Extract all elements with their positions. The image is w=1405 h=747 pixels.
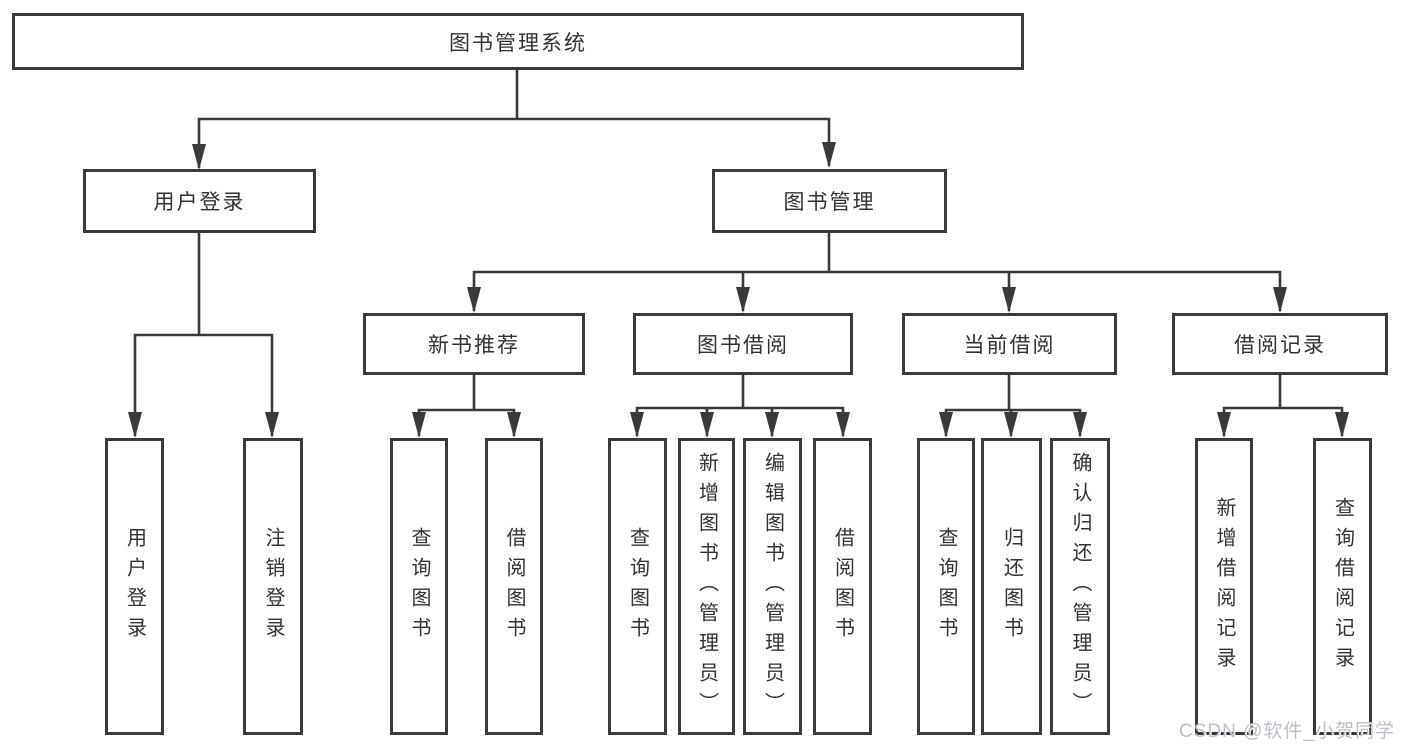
leaf-query-borrow-record-label: 查询借阅记录 (1331, 496, 1354, 677)
arrowhead (700, 412, 714, 438)
leaf-borrow-borrow-book-label: 借阅图书 (831, 526, 854, 647)
leaf-edit-book-admin-label: 编辑图书（管理员） (761, 451, 784, 722)
leaf-add-borrow-record-label: 新增借阅记录 (1213, 496, 1235, 677)
leaf-borrow-borrow-book: 借阅图书 (813, 438, 872, 735)
node-book-borrow-label: 图书借阅 (697, 334, 789, 357)
leaf-confirm-return-admin-label: 确认归还（管理员） (1069, 451, 1091, 722)
leaf-recommend-query-book: 查询图书 (390, 438, 448, 735)
connector-userlogin-leaves (133, 333, 274, 436)
leaf-query-borrow-record: 查询借阅记录 (1313, 438, 1372, 735)
arrowhead (736, 287, 750, 313)
connector-root-level2 (197, 117, 831, 168)
leaf-add-borrow-record: 新增借阅记录 (1195, 438, 1253, 735)
leaf-current-query-book: 查询图书 (917, 438, 975, 735)
leaf-add-book-admin: 新增图书（管理员） (678, 438, 735, 735)
arrowhead (265, 412, 279, 438)
arrowhead (630, 412, 644, 438)
arrowhead (1073, 412, 1087, 438)
leaf-current-query-book-label: 查询图书 (935, 526, 957, 647)
arrowhead (1273, 287, 1287, 313)
node-book-management: 图书管理 (712, 169, 947, 233)
arrowhead (822, 142, 836, 168)
node-root-system: 图书管理系统 (12, 13, 1024, 70)
csdn-watermark: CSDN @软件_小贺同学 (1179, 721, 1395, 742)
arrowhead (1002, 287, 1016, 313)
arrowhead (1335, 412, 1349, 438)
arrowhead (1004, 412, 1018, 438)
arrowhead (128, 412, 142, 438)
leaf-edit-book-admin: 编辑图书（管理员） (743, 438, 802, 735)
leaf-recommend-query-book-label: 查询图书 (408, 526, 430, 647)
connector-borrowrecord-leaves (1222, 406, 1344, 436)
arrowhead (1217, 412, 1231, 438)
arrowhead (939, 412, 953, 438)
node-new-book-recommend: 新书推荐 (363, 313, 585, 375)
leaf-logout: 注销登录 (243, 438, 303, 735)
arrowheads (128, 142, 1349, 438)
node-new-book-recommend-label: 新书推荐 (428, 334, 520, 357)
connector-bookborrow-leaves (635, 406, 845, 436)
node-borrow-record-label: 借阅记录 (1234, 334, 1326, 357)
leaf-user-login-label: 用户登录 (123, 526, 146, 647)
arrowhead (467, 287, 481, 313)
leaf-recommend-borrow-book: 借阅图书 (485, 438, 543, 735)
leaf-borrow-query-book: 查询图书 (608, 438, 667, 735)
node-borrow-record: 借阅记录 (1172, 313, 1388, 375)
arrowhead (412, 412, 426, 438)
leaf-return-book: 归还图书 (981, 438, 1042, 735)
connector-bookmgmt-level3 (472, 270, 1282, 311)
leaf-recommend-borrow-book-label: 借阅图书 (503, 526, 525, 647)
connector-newbookrec-leaves (417, 408, 516, 436)
arrowhead (192, 144, 206, 170)
leaf-add-book-admin-label: 新增图书（管理员） (695, 451, 718, 722)
arrowhead (507, 412, 521, 438)
node-user-login: 用户登录 (83, 169, 316, 233)
node-root-label: 图书管理系统 (449, 31, 587, 55)
node-current-borrow: 当前借阅 (902, 313, 1117, 375)
leaf-user-login: 用户登录 (105, 438, 164, 735)
leaf-return-book-label: 归还图书 (1000, 526, 1023, 647)
node-current-borrow-label: 当前借阅 (963, 334, 1056, 357)
leaf-logout-label: 注销登录 (262, 526, 284, 647)
leaf-borrow-query-book-label: 查询图书 (626, 526, 649, 647)
leaf-confirm-return-admin: 确认归还（管理员） (1050, 438, 1110, 735)
node-book-management-label: 图书管理 (783, 191, 876, 214)
node-book-borrow: 图书借阅 (633, 313, 853, 375)
arrowhead (836, 412, 850, 438)
node-user-login-label: 用户登录 (153, 191, 246, 214)
arrowhead (765, 412, 779, 438)
